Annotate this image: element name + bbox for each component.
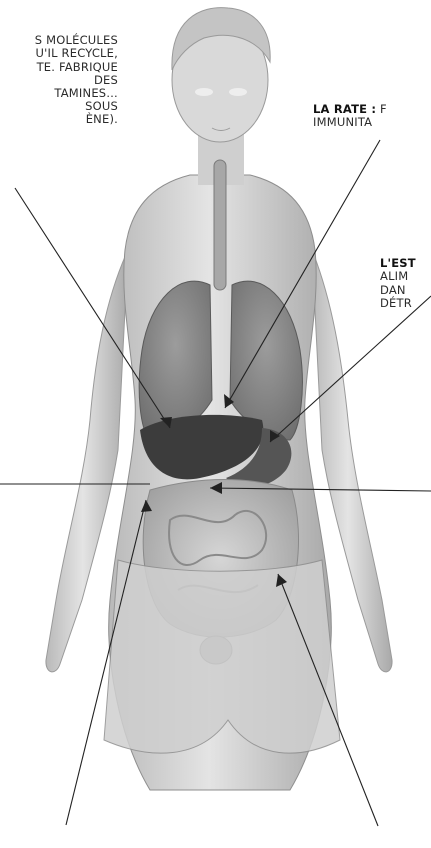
label-spleen-title: LA RATE : — [313, 102, 376, 116]
label-liver-text: S MOLÉCULES U'IL RECYCLE, TE. FABRIQUE D… — [35, 33, 118, 126]
label-spleen: LA RATE : F IMMUNITA — [313, 90, 431, 130]
shorts — [104, 560, 340, 753]
trachea — [214, 160, 226, 290]
label-stomach-title: L'EST — [380, 256, 416, 270]
label-stomach-text: ALIM DAN DÉTR — [380, 269, 412, 309]
label-liver: S MOLÉCULES U'IL RECYCLE, TE. FABRIQUE D… — [0, 21, 118, 127]
label-stomach: L'EST ALIM DAN DÉTR — [380, 244, 431, 310]
